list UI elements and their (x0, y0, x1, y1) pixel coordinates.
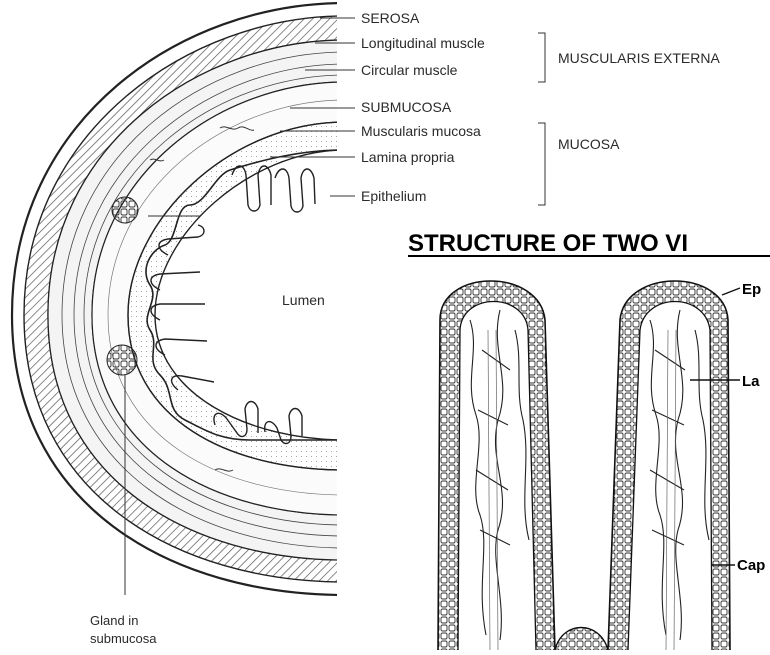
villi-illustration (438, 281, 730, 650)
longitudinal-muscle-label: Longitudinal muscle (361, 35, 485, 51)
lumen-label: Lumen (282, 292, 325, 308)
gland-label-line2: submucosa (90, 631, 157, 646)
muscularis-mucosa-label: Muscularis mucosa (361, 123, 481, 139)
muscularis-externa-label: MUSCULARIS EXTERNA (558, 50, 720, 66)
gland-label-line1: Gland in (90, 613, 138, 628)
mucosa-label: MUCOSA (558, 136, 620, 152)
epithelium-short-label: Ep (742, 281, 761, 298)
lacteal-short-label: La (742, 373, 760, 390)
epithelium-label: Epithelium (361, 188, 426, 204)
submucosa-label: SUBMUCOSA (361, 99, 452, 115)
crypt-base (555, 628, 608, 651)
lamina-propria-label: Lamina propria (361, 149, 455, 165)
serosa-label: SEROSA (361, 10, 420, 26)
villus-left (438, 281, 555, 650)
villi-title: STRUCTURE OF TWO VI (408, 230, 688, 257)
right-labels: Ep La Cap (737, 281, 765, 574)
capillaries-short-label: Cap (737, 557, 765, 574)
villus-right (608, 281, 730, 650)
circular-muscle-label: Circular muscle (361, 62, 458, 78)
